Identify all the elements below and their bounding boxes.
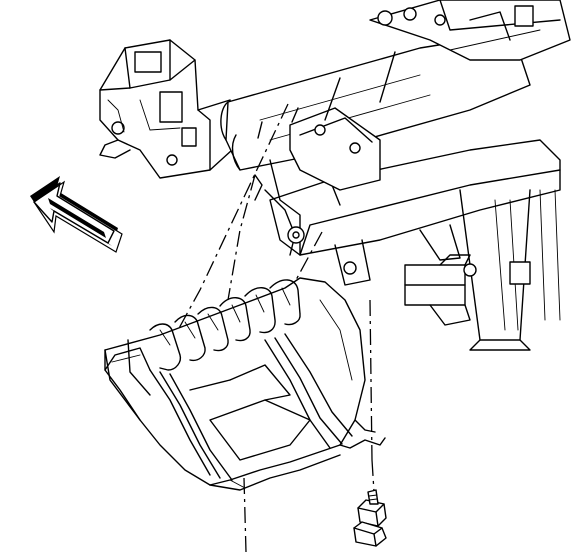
frame-rail-lower-right	[269, 139, 561, 351]
splash-shield	[104, 277, 386, 491]
leader-lines	[257, 51, 396, 139]
frame-rail-upper-right	[369, 0, 571, 61]
direction-arrow-icon	[30, 176, 123, 253]
upper-mount-bracket	[99, 39, 233, 179]
mounting-bracket-center	[254, 107, 381, 256]
bolt-icon	[353, 489, 387, 547]
